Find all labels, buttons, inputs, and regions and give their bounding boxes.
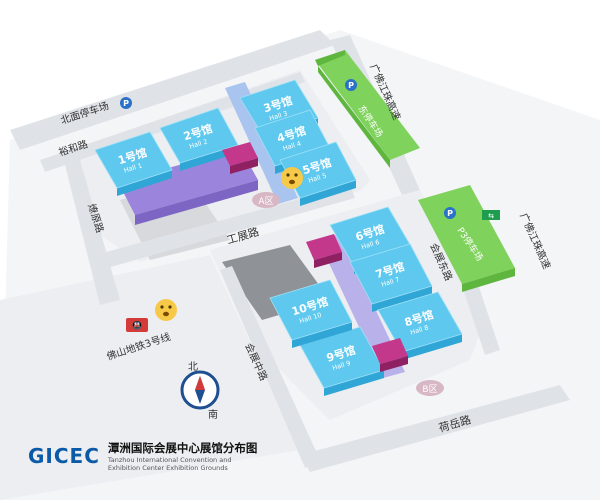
emoji-face-icon: [281, 167, 303, 189]
parking-icon: P: [345, 79, 357, 91]
zone-b-badge[interactable]: B区: [416, 380, 444, 396]
title-block: 潭洲国际会展中心展馆分布图 Tanzhou International Conv…: [108, 440, 258, 472]
zone-a-badge[interactable]: A区: [252, 192, 280, 208]
map-subtitle-line-1: Tanzhou International Convention and: [107, 456, 232, 464]
compass-south-label: 南: [208, 408, 218, 421]
parking-icon: P: [444, 207, 456, 219]
pink-node-3[interactable]: [372, 338, 408, 372]
parking-area-top: [315, 50, 420, 168]
brand-legend: GICEC 潭洲国际会展中心展馆分布图 Tanzhou Internationa…: [28, 440, 257, 472]
map-subtitle-line-2: Exhibition Center Exhibition Grounds: [107, 464, 228, 472]
zone-a-label: A区: [258, 196, 273, 207]
corridor-north: [118, 148, 258, 225]
corridor-south: [318, 234, 405, 378]
brand-logo: GICEC: [28, 444, 100, 468]
compass-icon: 北 南: [180, 361, 220, 421]
svg-text:⇆: ⇆: [488, 212, 494, 220]
pink-node-2[interactable]: [306, 234, 342, 268]
svg-text:P: P: [348, 81, 354, 90]
corridor-center: [225, 82, 298, 204]
svg-text:P: P: [123, 99, 129, 108]
map-title: 潭洲国际会展中心展馆分布图: [107, 441, 258, 455]
parking-icon: P: [120, 97, 132, 109]
road-layer: [10, 30, 570, 472]
exit-sign-icon: ⇆: [482, 210, 500, 220]
svg-text:P: P: [447, 209, 453, 218]
svg-text:🚇: 🚇: [132, 320, 142, 330]
parking-area-right: [418, 185, 515, 292]
compass-north-label: 北: [188, 361, 198, 373]
pink-node-1[interactable]: [222, 142, 258, 174]
metro-icon: 🚇: [126, 318, 148, 332]
zone-b-label: B区: [422, 384, 437, 395]
emoji-face-icon: [155, 299, 177, 321]
